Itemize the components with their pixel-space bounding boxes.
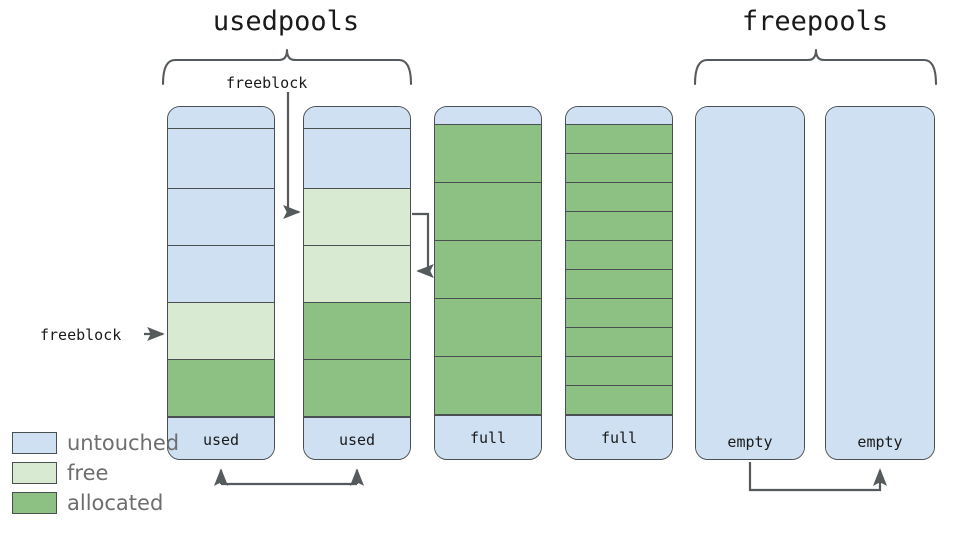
pool-block-allocated — [566, 270, 672, 299]
pool-block-free — [168, 303, 274, 360]
pool-header — [566, 107, 672, 125]
pool-block-allocated — [168, 360, 274, 417]
pool-status-label: full — [566, 415, 672, 459]
pool-block-allocated — [435, 357, 541, 415]
legend-swatch-allocated — [12, 492, 57, 514]
pool-block-allocated — [566, 357, 672, 386]
pool-block-allocated — [566, 299, 672, 328]
pool-block-free — [304, 246, 410, 303]
pool-block-allocated — [566, 125, 672, 154]
pool-block-allocated — [566, 386, 672, 415]
pool-block-allocated — [566, 328, 672, 357]
pool-status-label: full — [435, 415, 541, 459]
group-title-freepools: freepools — [741, 6, 889, 37]
pool-header — [304, 107, 410, 129]
pool-block-allocated — [435, 183, 541, 241]
pool-block-allocated — [566, 241, 672, 270]
pool-block-untouched — [168, 129, 274, 189]
pool-block-allocated — [566, 154, 672, 183]
pool-status-label: used — [304, 417, 410, 459]
pool-empty-2[interactable]: empty — [825, 106, 935, 460]
pool-block-untouched — [168, 246, 274, 303]
pool-block-allocated — [304, 360, 410, 417]
pool-status-label: used — [168, 417, 274, 459]
pool-block-allocated — [566, 183, 672, 212]
pool-block-allocated — [435, 125, 541, 183]
legend-label-free: free — [67, 460, 109, 485]
brace-freepools — [693, 48, 938, 86]
legend: untouched free allocated — [12, 428, 179, 518]
legend-label-untouched: untouched — [67, 430, 180, 455]
pool-block-untouched — [168, 189, 274, 246]
brace-usedpools — [161, 48, 413, 86]
pool-full-2[interactable]: full — [565, 106, 673, 460]
pool-used-1[interactable]: used — [167, 106, 275, 460]
pool-header — [168, 107, 274, 129]
arrow-usedpools-link — [213, 468, 365, 486]
legend-item-allocated: allocated — [12, 488, 179, 518]
pool-header — [435, 107, 541, 125]
legend-item-free: free — [12, 458, 179, 488]
label-freeblock-top: freeblock — [226, 74, 308, 92]
pool-status-label: empty — [696, 107, 804, 459]
pool-block-untouched — [304, 129, 410, 189]
pool-block-allocated — [435, 241, 541, 299]
pool-full-1[interactable]: full — [434, 106, 542, 460]
pool-block-allocated — [304, 303, 410, 360]
legend-item-untouched: untouched — [12, 428, 179, 458]
pool-status-label: empty — [826, 107, 934, 459]
legend-label-allocated: allocated — [67, 490, 164, 515]
arrow-freeblock-top — [283, 92, 301, 220]
pool-block-allocated — [435, 299, 541, 357]
pool-used-2[interactable]: used — [303, 106, 411, 460]
arrow-freeblock-chain — [412, 212, 434, 279]
pool-block-free — [304, 189, 410, 246]
pool-empty-1[interactable]: empty — [695, 106, 805, 460]
legend-swatch-free — [12, 462, 57, 484]
legend-swatch-untouched — [12, 432, 57, 454]
arrow-freepools-link — [748, 462, 888, 492]
pool-block-allocated — [566, 212, 672, 241]
group-title-usedpools: usedpools — [212, 6, 360, 37]
label-freeblock-left: freeblock — [40, 326, 122, 344]
